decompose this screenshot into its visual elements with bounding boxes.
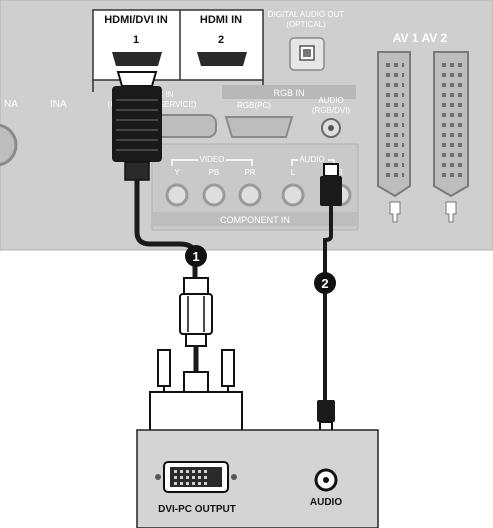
hdmi-dvi-in-label: HDMI/DVI IN — [104, 14, 168, 26]
component-in-group: VIDEO AUDIO Y PB PR L R COMPONENT IN — [151, 143, 359, 231]
component-pb-jack — [202, 183, 226, 207]
component-y-jack — [165, 183, 189, 207]
ina-label: INA — [50, 99, 67, 110]
component-pr-jack — [238, 183, 262, 207]
pc-box: DVI-PC OUTPUT AUDIO — [136, 429, 379, 528]
pr-label: PR — [244, 168, 255, 177]
hdmi-block: HDMI/DVI IN HDMI IN 1 2 — [92, 9, 264, 92]
hdmi-port-2 — [197, 52, 247, 66]
l-label: L — [291, 168, 296, 177]
audio-plug-top — [320, 176, 342, 206]
audio-plug-bottom — [317, 400, 335, 422]
scart-av2 — [433, 51, 469, 223]
step-1-label: 1 — [192, 249, 199, 264]
pb-label: PB — [209, 168, 220, 177]
hdmi-in-label: HDMI IN — [200, 14, 242, 26]
optical-label: (OPTICAL) — [286, 20, 326, 29]
step-1-marker: 1 — [185, 245, 207, 267]
audio-group-label: AUDIO — [299, 155, 324, 164]
component-l-jack — [281, 183, 305, 207]
dvi-plug — [149, 391, 243, 433]
hdmi-plug — [112, 86, 162, 162]
hdmi-port-1-label: 1 — [133, 34, 139, 46]
antenna-label: NA — [4, 99, 18, 110]
audio-rgb-label-2: (RGB/DVI) — [312, 106, 351, 115]
hdmi-port-2-label: 2 — [218, 34, 224, 46]
step-2-marker: 2 — [314, 272, 336, 294]
hdmi-dvi-cable — [112, 71, 243, 457]
digital-audio-out-label: DIGITAL AUDIO OUT — [268, 10, 345, 19]
component-in-label: COMPONENT IN — [220, 215, 290, 225]
step-2-label: 2 — [321, 276, 328, 291]
hdmi-port-1 — [112, 52, 162, 66]
video-label: VIDEO — [200, 155, 225, 164]
antenna-jack — [0, 123, 18, 167]
audio-cable — [317, 163, 342, 441]
rgb-pc-label: RGB(PC) — [237, 101, 271, 110]
digital-audio-out: DIGITAL AUDIO OUT (OPTICAL) — [268, 10, 345, 71]
rgb-pc-port — [224, 116, 294, 138]
r-label: R — [337, 168, 343, 177]
pc-audio-label: AUDIO — [310, 497, 342, 508]
audio-rgb-label-1: AUDIO — [318, 96, 343, 105]
dvi-pc-output-label: DVI-PC OUTPUT — [158, 504, 236, 515]
av-labels: AV 1 AV 2 — [393, 31, 448, 45]
tv-rear-panel: NA INA HDMI/DVI IN HDMI IN 1 2 DIGITAL A… — [0, 0, 493, 251]
cable-2-wire — [323, 206, 333, 400]
y-label: Y — [174, 168, 180, 177]
scart-av1 — [377, 51, 411, 223]
rgb-in-label: RGB IN — [273, 88, 304, 98]
rgb-in-group: RGB IN RGB(PC) AUDIO (RGB/DVI) — [222, 85, 356, 138]
